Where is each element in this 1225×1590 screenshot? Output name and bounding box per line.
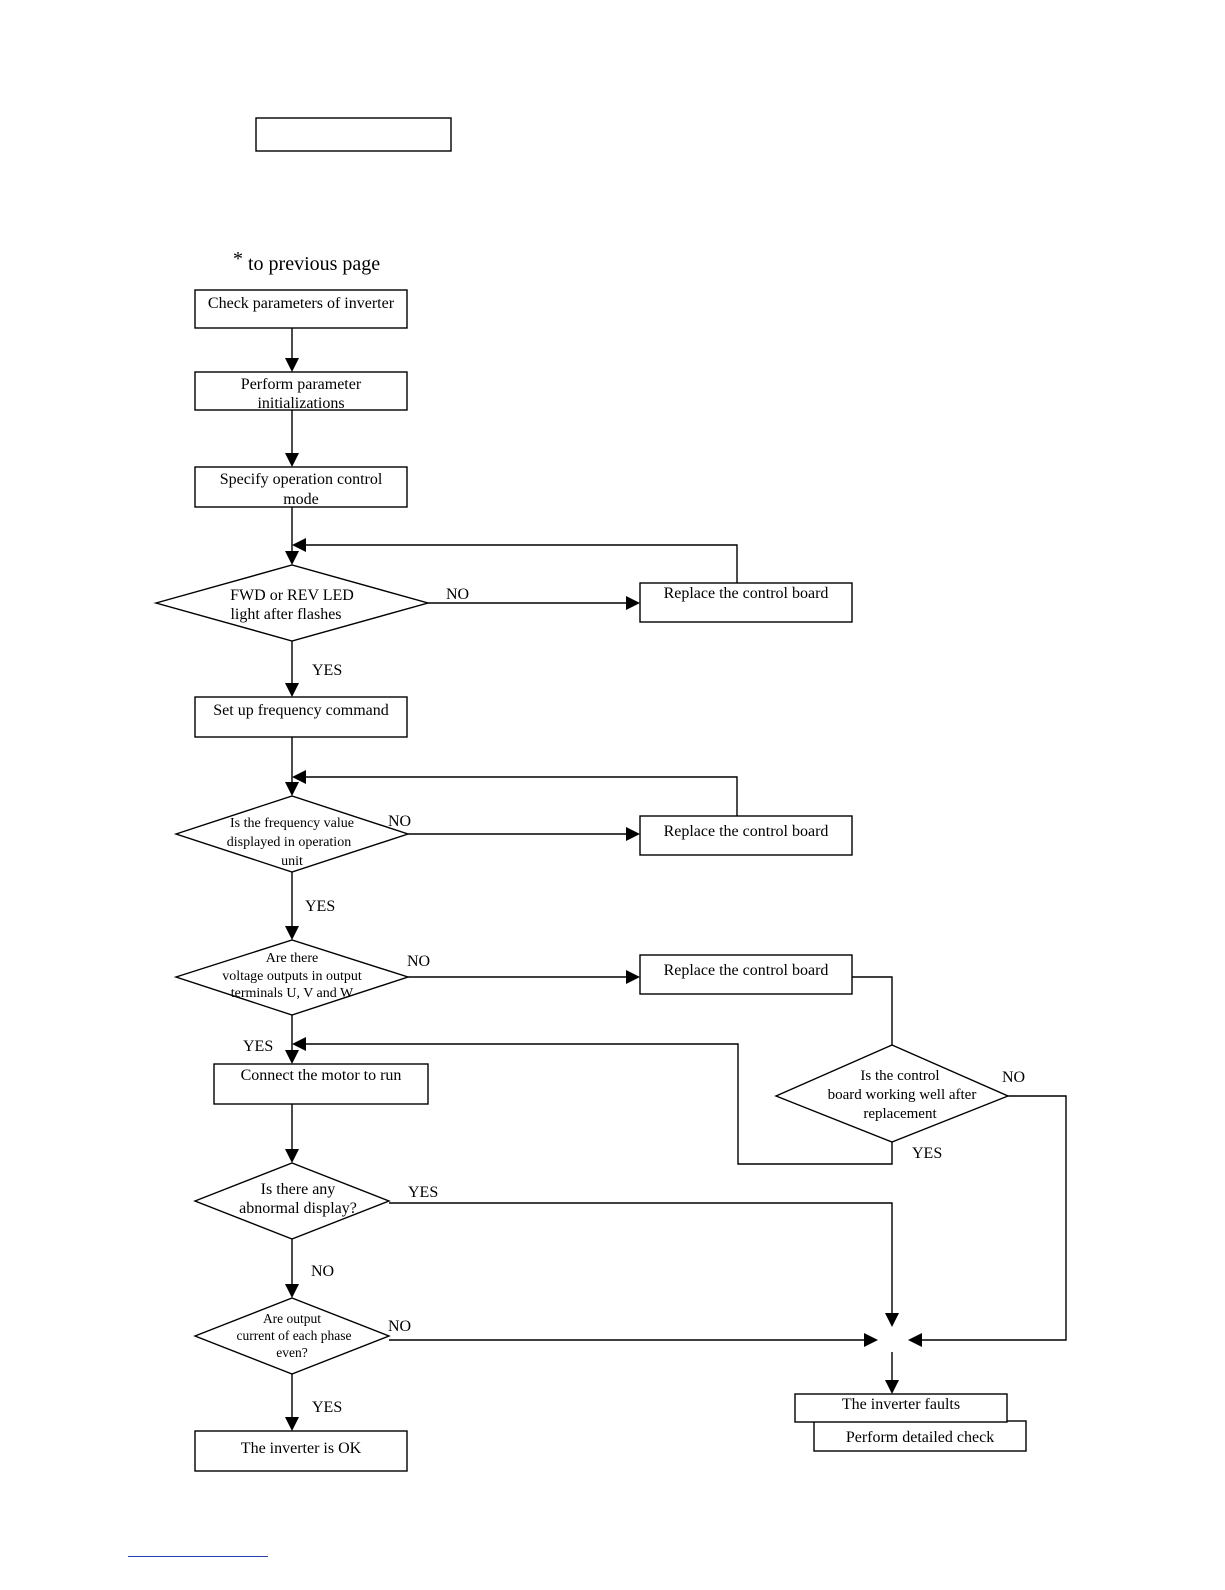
connect-motor-box bbox=[213, 1063, 429, 1105]
branch-label-yes-fwd: YES bbox=[312, 662, 342, 679]
replace-board-box-1 bbox=[639, 582, 853, 623]
branch-label-yes-current: YES bbox=[312, 1399, 342, 1416]
inverter-ok-box bbox=[194, 1430, 408, 1472]
connect-motor-label: Connect the motor to run bbox=[241, 1067, 402, 1084]
branch-label-yes-control: YES bbox=[912, 1145, 942, 1162]
control-board-label-2: board working well after bbox=[828, 1087, 977, 1103]
phase-current-label-1: Are output bbox=[263, 1311, 321, 1326]
inverter-faults-label: The inverter faults bbox=[842, 1396, 960, 1413]
replace-board-label-2: Replace the control board bbox=[664, 823, 829, 840]
phase-current-label-3: even? bbox=[276, 1345, 307, 1360]
freq-display-label-3: unit bbox=[281, 854, 303, 869]
inverter-faults-box bbox=[794, 1393, 1008, 1423]
branch-label-no-fwd: NO bbox=[446, 586, 469, 603]
replace-board-label-1: Replace the control board bbox=[664, 585, 829, 602]
set-freq-label: Set up frequency command bbox=[213, 702, 389, 719]
perform-init-label-2: initializations bbox=[257, 395, 344, 412]
control-board-label-1: Is the control bbox=[860, 1068, 939, 1084]
inverter-ok-label: The inverter is OK bbox=[241, 1440, 362, 1457]
check-params-label: Check parameters of inverter bbox=[208, 295, 395, 312]
phase-current-label-2: current of each phase bbox=[236, 1328, 351, 1343]
specify-mode-box bbox=[194, 466, 408, 508]
specify-mode-label-2: mode bbox=[283, 491, 319, 508]
branch-label-yes-abnormal: YES bbox=[408, 1184, 438, 1201]
fwd-rev-label-2: light after flashes bbox=[230, 606, 341, 623]
replace-board-box-3 bbox=[639, 954, 853, 995]
phase-current-decision bbox=[193, 1297, 391, 1375]
replace-board-label-3: Replace the control board bbox=[664, 962, 829, 979]
branch-label-no-current: NO bbox=[388, 1318, 411, 1335]
branch-label-no-control: NO bbox=[1002, 1069, 1025, 1086]
detailed-check-box bbox=[813, 1420, 1027, 1452]
abnormal-display-label-2: abnormal display? bbox=[239, 1200, 357, 1217]
abnormal-display-decision bbox=[193, 1162, 391, 1240]
footer-rule bbox=[128, 1556, 268, 1557]
fwd-rev-label-1: FWD or REV LED bbox=[230, 587, 354, 604]
abnormal-display-label-1: Is there any bbox=[261, 1181, 336, 1198]
perform-init-label-1: Perform parameter bbox=[241, 376, 362, 393]
header-box bbox=[255, 117, 452, 152]
page-note-text: to previous page bbox=[248, 253, 380, 275]
voltage-output-label-1: Are there bbox=[266, 951, 318, 966]
branch-label-no-volt: NO bbox=[407, 953, 430, 970]
freq-display-label-2: displayed in operation bbox=[227, 835, 351, 850]
specify-mode-label-1: Specify operation control bbox=[220, 471, 383, 488]
detailed-check-label: Perform detailed check bbox=[846, 1429, 994, 1446]
voltage-output-label-3: terminals U, V and W bbox=[231, 986, 354, 1001]
branch-label-no-abnormal: NO bbox=[311, 1263, 334, 1280]
branch-label-yes-volt: YES bbox=[243, 1038, 273, 1055]
branch-label-no-freq: NO bbox=[388, 813, 411, 830]
perform-init-box bbox=[194, 371, 408, 411]
connectors bbox=[285, 328, 1067, 1431]
voltage-output-label-2: voltage outputs in output bbox=[222, 969, 362, 984]
set-freq-box bbox=[194, 696, 408, 738]
replace-board-box-2 bbox=[639, 815, 853, 856]
control-board-label-3: replacement bbox=[863, 1106, 937, 1122]
branch-label-yes-freq: YES bbox=[305, 898, 335, 915]
check-params-box bbox=[194, 289, 408, 329]
page-note-star: * bbox=[233, 248, 243, 270]
freq-display-label-1: Is the frequency value bbox=[230, 816, 354, 831]
